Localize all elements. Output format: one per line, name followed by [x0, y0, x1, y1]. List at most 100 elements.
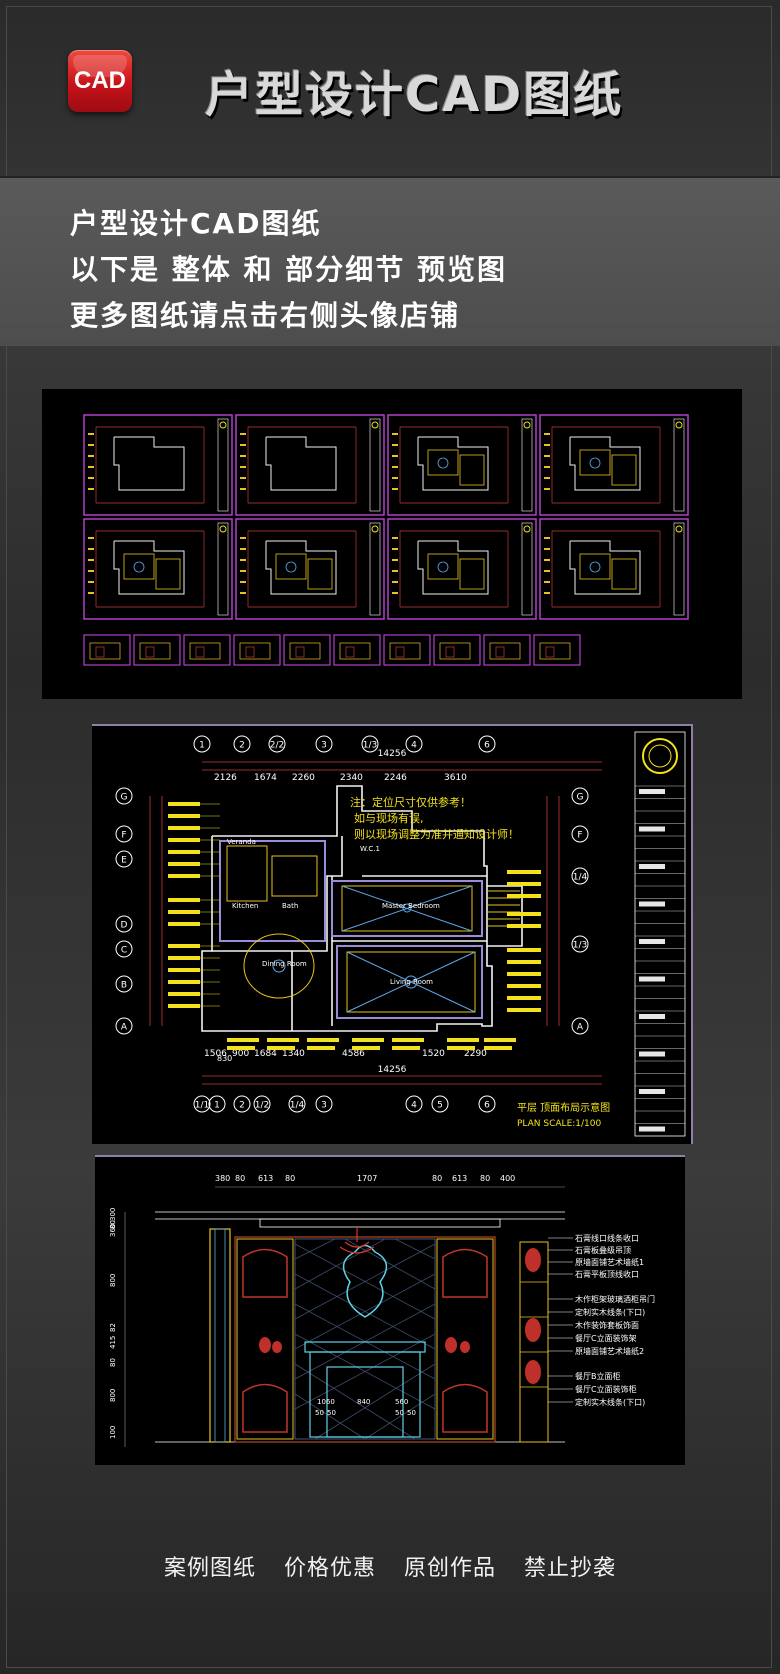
plan-dim-bottom: 1520 — [422, 1049, 445, 1059]
fireplace-dim-right: 560 — [395, 1398, 408, 1406]
elevation-thumbnail — [183, 634, 231, 666]
axis-bubble-top: 2 — [233, 735, 251, 753]
elevation-label: 石膏平板顶线收口 — [575, 1269, 639, 1279]
axis-bubble-left: A — [115, 1017, 133, 1035]
room-name-veranda: Veranda — [227, 838, 256, 846]
fireplace-small-dim-4: 50 — [407, 1409, 416, 1417]
elevation-dim-top: 80 — [480, 1174, 490, 1183]
plan-scale: PLAN SCALE:1/100 — [517, 1119, 601, 1129]
fireplace-small-dim-3: 50 — [395, 1409, 404, 1417]
axis-bubble-top: 1 — [193, 735, 211, 753]
svg-text:1/3: 1/3 — [573, 941, 587, 951]
fireplace-small-dim-1: 50 — [315, 1409, 324, 1417]
plan-dim-top: 2340 — [340, 773, 363, 783]
svg-text:D: D — [121, 921, 128, 931]
page-title: 户型设计CAD图纸 — [205, 67, 624, 123]
sheet-thumbnail — [539, 518, 689, 620]
elevation-label: 餐厅C立面装饰架 — [575, 1333, 637, 1343]
axis-bubble-top: 1/3 — [361, 735, 379, 753]
plan-total-bottom: 14256 — [378, 1065, 407, 1075]
axis-bubble-bottom: 3 — [315, 1095, 333, 1113]
plan-total-top: 14256 — [378, 749, 407, 759]
room-name-wc: W.C.1 — [360, 845, 380, 853]
svg-text:C: C — [121, 946, 127, 956]
elevation-dim-left: 100 — [109, 1426, 117, 1439]
banner-line-3: 更多图纸请点击右侧头像店铺 — [70, 299, 461, 332]
axis-bubble-left: C — [115, 940, 133, 958]
sheet-thumbnail — [83, 414, 233, 516]
axis-bubble-bottom: 1/1 — [193, 1095, 211, 1113]
elevation-label: 石膏板叠级吊顶 — [575, 1245, 631, 1255]
axis-bubble-left: D — [115, 915, 133, 933]
axis-bubble-bottom: 4 — [405, 1095, 423, 1113]
elevation-dim-left: 80 — [109, 1220, 117, 1229]
svg-text:2: 2 — [239, 1101, 245, 1111]
plan-dim-top: 2126 — [214, 773, 237, 783]
elevation-thumbnail — [283, 634, 331, 666]
fireplace-small-dim-2: 50 — [327, 1409, 336, 1417]
plan-dim-bottom: 900 — [232, 1049, 249, 1059]
svg-text:5: 5 — [437, 1101, 443, 1111]
plan-caption: 平层 顶面布局示意图 — [517, 1101, 610, 1114]
elevation-thumbnail — [483, 634, 531, 666]
banner-line-2: 以下是 整体 和 部分细节 预览图 — [70, 253, 507, 286]
axis-bubble-top: 4 — [405, 735, 423, 753]
room-name-dining-room: Dining Room — [262, 960, 307, 968]
plan-dim-bottom: 1506 — [204, 1049, 227, 1059]
svg-text:1: 1 — [199, 741, 205, 751]
elevation-dim-left: 360 — [109, 1224, 117, 1237]
elevation-label: 石膏线口线条收口 — [575, 1233, 639, 1243]
footer-slogans: 案例图纸 价格优惠 原创作品 禁止抄袭 — [0, 1550, 780, 1582]
elevation-label: 餐厅C立面装饰柜 — [575, 1384, 637, 1394]
elevation-label: 餐厅B立面柜 — [575, 1371, 621, 1381]
elevation-thumbnail — [83, 634, 131, 666]
elevation-dim-top: 400 — [500, 1174, 515, 1183]
svg-text:A: A — [577, 1023, 584, 1033]
room-name-living-room: Living Room — [390, 978, 433, 986]
elevation-label: 原墙面铺艺术墙纸1 — [575, 1257, 644, 1267]
svg-text:1: 1 — [214, 1101, 220, 1111]
sheet-thumbnail — [387, 414, 537, 516]
axis-bubble-bottom: 1/4 — [288, 1095, 306, 1113]
elevation-dim-left: 800 — [109, 1389, 117, 1402]
elevation-dim-top: 613 — [258, 1174, 273, 1183]
plan-dim-top: 3610 — [444, 773, 467, 783]
elevation-label: 定制实木线条(下口) — [575, 1307, 645, 1317]
footer-item-2: 价格优惠 — [283, 1556, 376, 1581]
axis-bubble-bottom: 2 — [233, 1095, 251, 1113]
plan-note-line-2: 如与现场有误, — [354, 811, 424, 825]
footer-item-3: 原创作品 — [404, 1556, 497, 1581]
elevation-dim-top: 1707 — [357, 1174, 377, 1183]
sheet-thumbnail — [387, 518, 537, 620]
room-name-master-bedroom: Master Bedroom — [382, 902, 440, 910]
svg-text:6: 6 — [484, 741, 490, 751]
banner-line-1: 户型设计CAD图纸 — [70, 207, 322, 240]
axis-bubble-top: 2/2 — [268, 735, 286, 753]
svg-text:2/2: 2/2 — [270, 741, 284, 751]
plan-note-line-1: 注：定位尺寸仅供参考！ — [350, 795, 471, 809]
axis-bubble-right: 1/4 — [571, 867, 589, 885]
plan-dim-bottom: 2290 — [464, 1049, 487, 1059]
elevation-thumbnail — [133, 634, 181, 666]
svg-text:G: G — [121, 793, 128, 803]
plan-dim-bottom: 1340 — [282, 1049, 305, 1059]
svg-text:3: 3 — [321, 1101, 327, 1111]
svg-text:1/1: 1/1 — [195, 1101, 209, 1111]
svg-text:4: 4 — [411, 1101, 417, 1111]
intro-banner: 户型设计CAD图纸 以下是 整体 和 部分细节 预览图 更多图纸请点击右侧头像店… — [0, 176, 780, 346]
elevation-dim-top: 380 — [215, 1174, 230, 1183]
elevation-label: 原墙面铺艺术墙纸2 — [575, 1346, 644, 1356]
header: CAD 户型设计CAD图纸 — [0, 0, 780, 175]
fireplace-dim-center: 840 — [357, 1398, 370, 1406]
sheet-thumbnail — [235, 518, 385, 620]
svg-text:1/4: 1/4 — [290, 1101, 305, 1111]
elevation-dim-top: 80 — [235, 1174, 245, 1183]
plan-left-small-dim: 830 — [217, 1054, 232, 1063]
svg-text:F: F — [577, 831, 582, 841]
elevation-thumbnail — [433, 634, 481, 666]
axis-bubble-right: 1/3 — [571, 935, 589, 953]
svg-text:2: 2 — [239, 741, 245, 751]
room-name-kitchen: Kitchen — [232, 902, 258, 910]
